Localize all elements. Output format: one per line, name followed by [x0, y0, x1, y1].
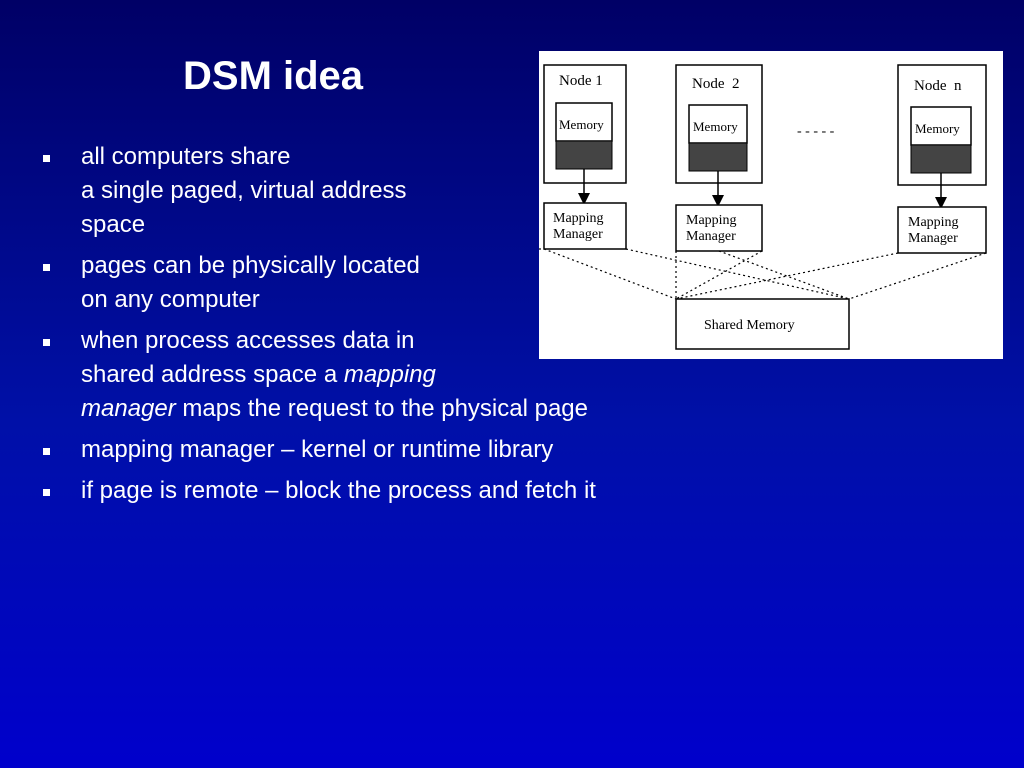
node-n: Node n Memory Mapping Manager — [897, 64, 987, 254]
bullet-square-icon — [43, 339, 50, 346]
bullet-text-line: pages can be physically located — [81, 252, 420, 279]
bullet-square-icon — [43, 155, 50, 162]
node-1-manager-line2: Manager — [553, 227, 603, 242]
bullet-item: when process accesses data in shared add… — [40, 324, 740, 426]
connection-line — [718, 250, 850, 300]
node-1-memory-box — [555, 102, 613, 142]
node-n-memory-label: Memory — [915, 121, 960, 136]
connection-line — [675, 252, 899, 300]
bullet-square-icon — [43, 448, 50, 455]
bullet-list: all computers share a single paged, virt… — [40, 140, 740, 515]
node-n-box — [897, 64, 987, 186]
shared-memory-box — [675, 298, 850, 350]
dsm-diagram-svg: Node 1 Memory Mapping Manager Node 2 Mem… — [539, 64, 987, 350]
node-n-memory-box — [910, 106, 972, 146]
bullet-text-line: manager maps the request to the physical… — [81, 392, 740, 426]
connection-line — [848, 252, 987, 300]
node-n-memory-page — [910, 144, 972, 174]
node-n-manager-line2: Manager — [908, 231, 958, 246]
bullet-item: if page is remote – block the process an… — [40, 474, 740, 508]
node-n-mapping-manager-box — [897, 206, 987, 254]
node-n-label: Node n — [914, 78, 962, 94]
shared-memory-label: Shared Memory — [704, 318, 795, 333]
connection-lines — [539, 248, 987, 300]
bullet-text-line: shared address space a mapping — [81, 358, 740, 392]
node-2-memory-page — [688, 142, 748, 172]
bullet-item: pages can be physically located on any c… — [40, 249, 740, 317]
node-1-memory-label: Memory — [559, 117, 604, 132]
bullet-text-segment: shared address space a — [81, 361, 344, 388]
bullet-text-line: on any computer — [81, 286, 260, 313]
bullet-text-line: mapping manager – kernel or runtime libr… — [81, 436, 554, 463]
node-1-box — [543, 64, 627, 184]
dsm-diagram: Node 1 Memory Mapping Manager Node 2 Mem… — [539, 51, 1003, 359]
bullet-text-line: when process accesses data in — [81, 327, 415, 354]
node-1: Node 1 Memory Mapping Manager — [543, 64, 627, 250]
node-1-manager-line1: Mapping — [553, 211, 604, 226]
bullet-text-line: if page is remote – block the process an… — [81, 477, 596, 504]
bullet-text-line: a single paged, virtual address — [81, 177, 407, 204]
bullet-item: mapping manager – kernel or runtime libr… — [40, 433, 740, 467]
node-2-box — [675, 64, 763, 184]
slide-title: DSM idea — [183, 54, 364, 98]
node-n-manager-line1: Mapping — [908, 215, 959, 230]
bullet-emphasis-text: manager — [81, 395, 176, 422]
node-2-memory-box — [688, 104, 748, 144]
bullet-text-line: space — [81, 211, 146, 238]
bullet-emphasis-text: mapping — [343, 361, 436, 388]
connection-line — [625, 248, 850, 300]
nodes-ellipsis: - - - - - — [797, 124, 835, 139]
bullet-square-icon — [43, 489, 50, 496]
bullet-item: all computers share a single paged, virt… — [40, 140, 740, 242]
connection-line — [543, 248, 677, 300]
node-2-mapping-manager-box — [675, 204, 763, 252]
connection-line — [675, 250, 763, 300]
bullet-text-segment: maps the request to the physical page — [175, 395, 588, 422]
node-2-manager-line1: Mapping — [686, 213, 737, 228]
node-2-label: Node 2 — [692, 76, 740, 92]
node-2: Node 2 Memory Mapping Manager — [675, 64, 763, 252]
shared-memory: Shared Memory — [675, 298, 850, 350]
bullet-text-line: all computers share — [81, 143, 291, 170]
node-2-memory-label: Memory — [693, 119, 738, 134]
node-1-memory-page — [555, 140, 613, 170]
node-2-manager-line2: Manager — [686, 229, 736, 244]
node-1-mapping-manager-box — [543, 202, 627, 250]
bullet-square-icon — [43, 264, 50, 271]
node-1-label: Node 1 — [559, 73, 603, 89]
